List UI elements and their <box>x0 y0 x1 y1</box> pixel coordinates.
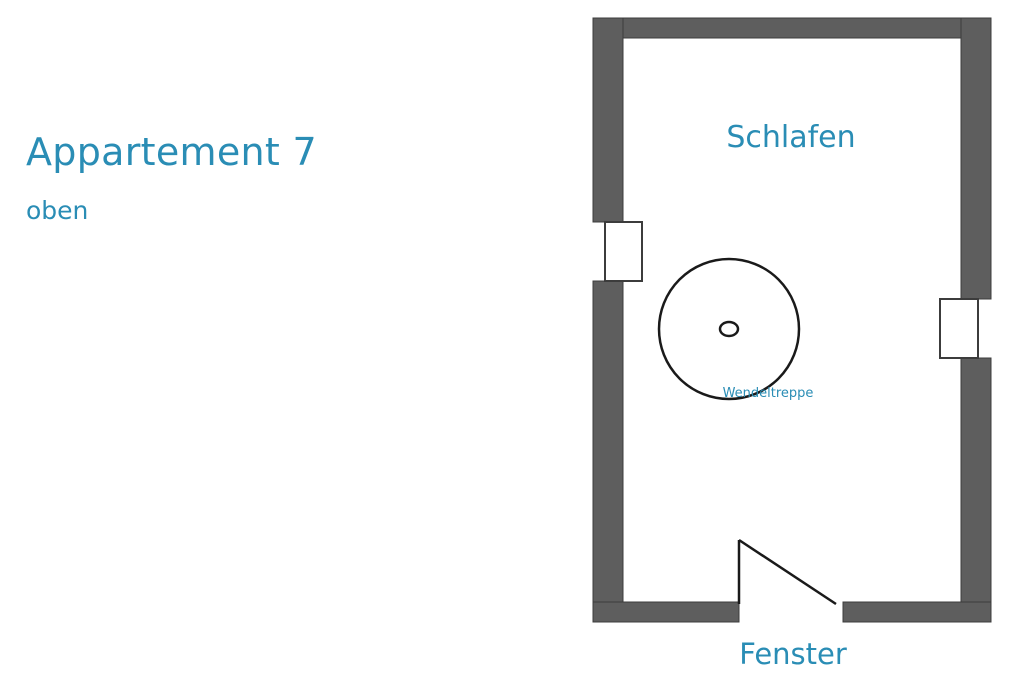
walls <box>592 17 992 623</box>
room-label-schlafen: Schlafen <box>726 120 856 155</box>
page-title: Appartement 7 <box>26 130 317 174</box>
wall-top <box>592 17 992 39</box>
window-label: Fenster <box>739 637 847 671</box>
wall-bottom-left <box>592 601 740 623</box>
window-left <box>604 221 643 282</box>
spiral-staircase-center <box>718 320 740 338</box>
staircase-label: Wendeltreppe <box>722 386 814 401</box>
wall-left-upper <box>592 17 624 223</box>
spiral-staircase-outer <box>657 257 801 401</box>
window-right <box>939 298 979 359</box>
door-leaf <box>738 538 837 606</box>
wall-bottom-right <box>842 601 992 623</box>
wall-right-upper <box>960 17 992 300</box>
wall-left-lower <box>592 280 624 623</box>
page-subtitle: oben <box>26 196 89 225</box>
wall-right-lower <box>960 357 992 623</box>
